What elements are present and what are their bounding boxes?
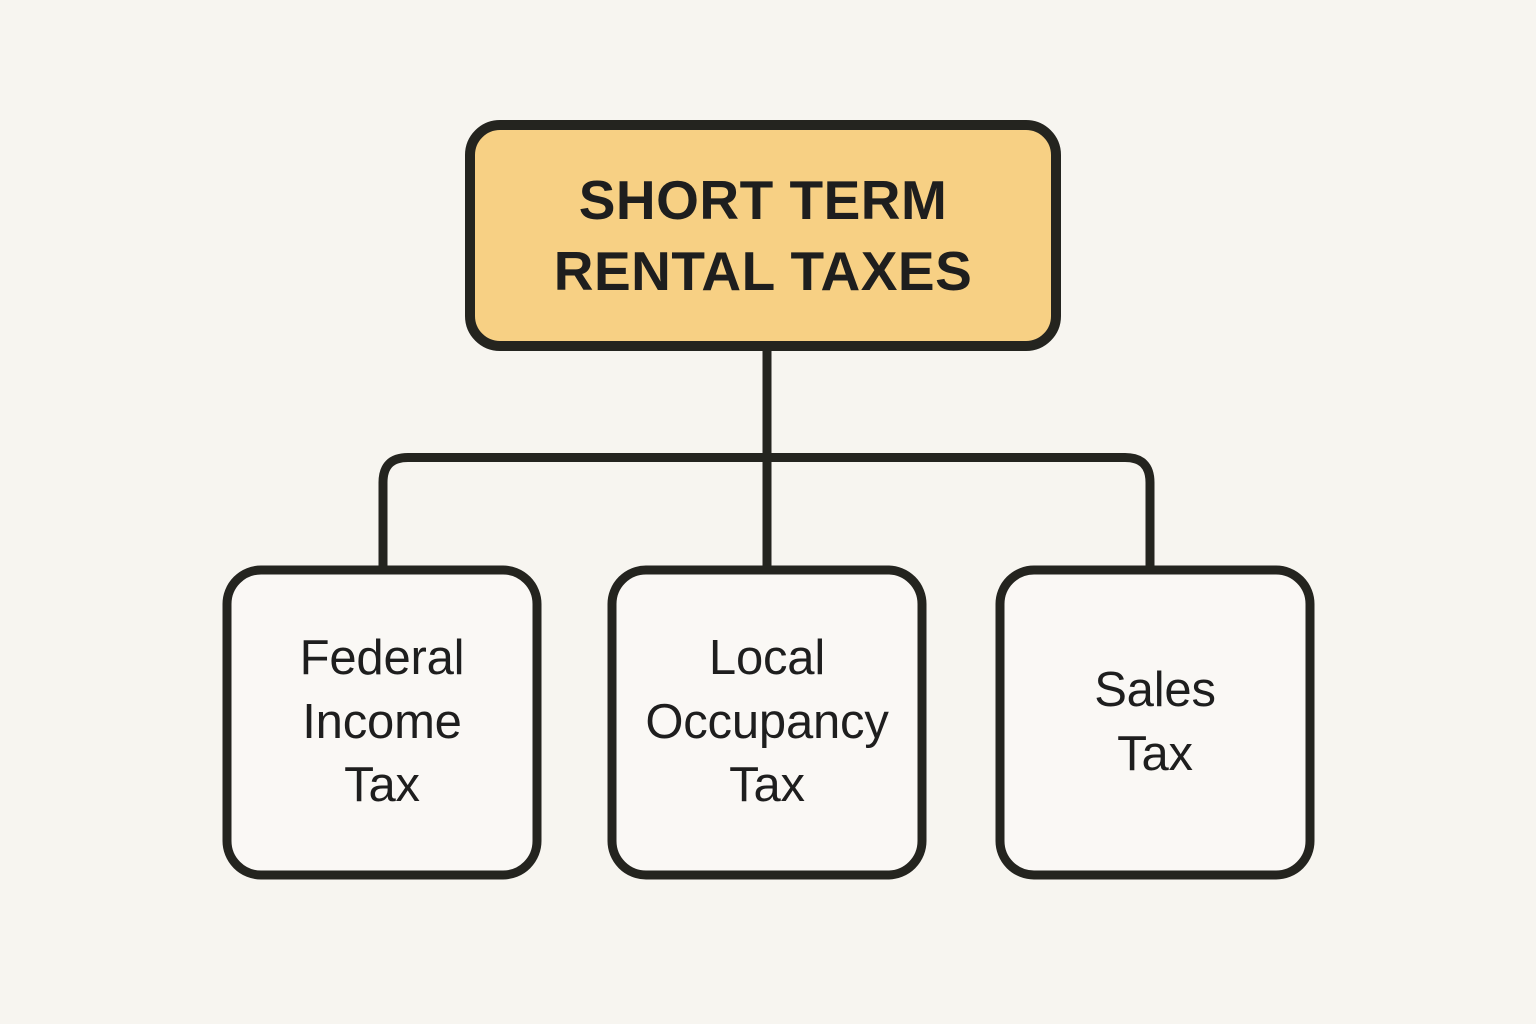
node-child-federal-income-tax-box[interactable] — [222, 565, 542, 880]
node-child-local-occupancy-tax-box[interactable] — [607, 565, 927, 880]
root-node-rect[interactable] — [465, 120, 1061, 351]
child-node-2-rect[interactable] — [607, 565, 927, 880]
connector-group — [378, 345, 1155, 572]
node-root-box[interactable] — [465, 120, 1061, 351]
node-child-sales-tax-box[interactable] — [995, 565, 1315, 880]
connector-branch-right — [767, 453, 1155, 572]
connector-branch-left — [378, 453, 767, 572]
child-node-1-rect[interactable] — [222, 565, 542, 880]
child-node-3-rect[interactable] — [995, 565, 1315, 880]
